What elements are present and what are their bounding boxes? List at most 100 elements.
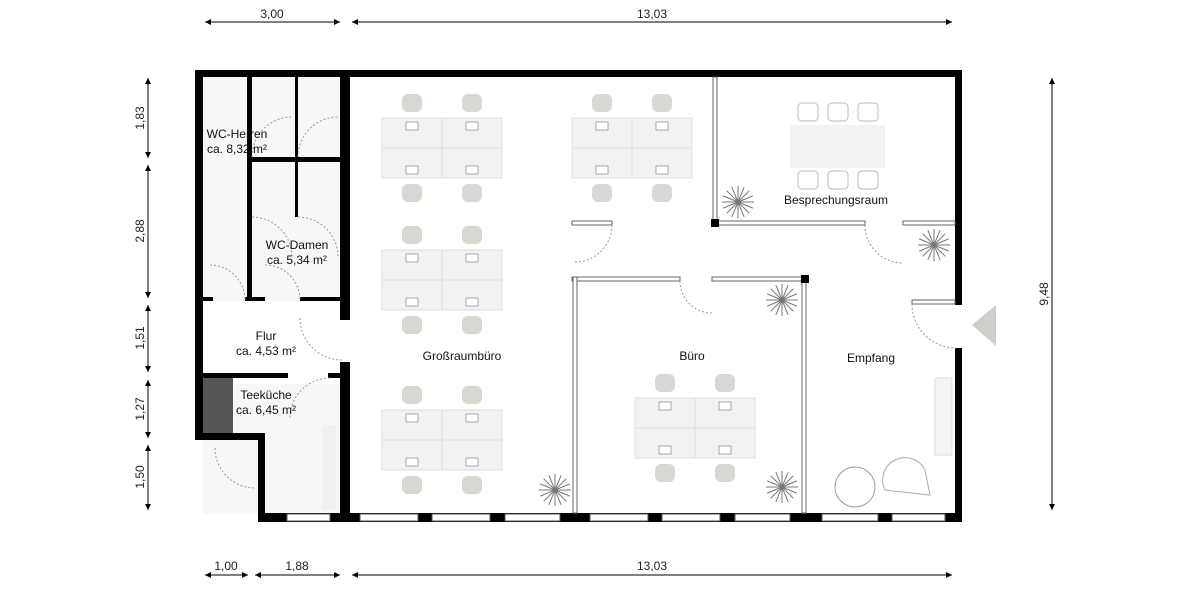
room-buero-name: Büro [679,349,705,363]
chair [462,94,482,112]
plant-leaf [737,201,753,209]
laptop-icon [718,401,732,411]
plant-leaf [540,489,556,497]
plant-leaf [933,238,949,246]
reception-counter [934,377,953,456]
desk [441,117,503,149]
plant-leaf [781,475,794,488]
laptop-icon [655,165,669,175]
laptop-icon [465,165,479,175]
dim-left-5: 1,50 [133,465,147,489]
plant-leaf [781,285,789,301]
glass-partitions [571,76,956,514]
plant-leaf [726,190,739,203]
chair [857,170,879,190]
laptop-icon [465,457,479,467]
plant-leaf [731,201,739,217]
laptop-icon [405,413,419,423]
dimension-lines [145,19,1055,578]
plant-leaf [548,475,556,491]
room-empfang-name: Empfang [847,351,895,365]
laptop-icon [595,165,609,175]
room-grossraumbuero-name: Großraumbüro [423,349,502,363]
plant-leaf [781,288,794,301]
plant-leaf [548,489,556,505]
plant-leaf [543,478,556,491]
plant-leaf [767,480,783,488]
laptop-icon [405,165,419,175]
chair [402,184,422,202]
plant-leaf [723,195,739,203]
dim-left-4: 1,27 [133,397,147,421]
plant-leaf [767,293,783,301]
laptop-icon [718,445,732,455]
plant-leaf [554,483,570,491]
plant-leaf [781,480,797,488]
room-wc-herren-name: WC-Herren [207,127,268,141]
plant-leaf [781,299,789,315]
window [286,513,331,522]
plant-leaf [554,478,567,491]
window [431,513,491,522]
plant-leaf [927,230,935,246]
plant-leaf [726,201,739,214]
plant-leaf [919,244,935,252]
chair [715,374,735,392]
window [359,513,419,522]
chair [402,476,422,494]
chair [857,102,879,122]
plant-leaf [781,293,797,301]
plant-icon [766,284,798,316]
chair [797,102,819,122]
plant-icon [722,186,754,218]
window [504,513,561,522]
laptop-icon [405,121,419,131]
window [734,513,791,522]
windows [286,513,946,522]
plant-leaf [933,233,946,246]
plant-leaf [737,201,750,214]
dim-bottom-3: 13,03 [637,559,667,573]
dim-bottom-2: 1,88 [285,559,309,573]
desk-cluster [571,94,693,202]
armchair [882,457,931,496]
plant-leaf [554,489,562,505]
plant-leaf [554,475,562,491]
chair [402,316,422,334]
room-wc-herren-area: ca. 8,32 m² [207,142,267,156]
room-teekueche-area: ca. 6,45 m² [236,403,296,417]
dim-top-1: 3,00 [260,7,284,21]
plant-leaf [933,244,946,257]
laptop-icon [655,121,669,131]
laptop-icon [595,121,609,131]
laptop-icon [465,297,479,307]
chair [797,170,819,190]
dim-left-1: 1,83 [133,106,147,130]
chair [592,184,612,202]
chair [402,94,422,112]
plant-leaf [933,244,949,252]
desk-cluster [381,94,503,202]
window [661,513,721,522]
chair [462,226,482,244]
plant-leaf [927,244,935,260]
entrance-arrow-icon [972,305,996,346]
chair [462,386,482,404]
plant-leaf [540,483,556,491]
chair [402,226,422,244]
plant-leaf [543,489,556,502]
dim-bottom-1: 1,00 [214,559,238,573]
laptop-icon [465,121,479,131]
plant-icon [539,474,571,506]
room-labels: WC-Herren ca. 8,32 m² WC-Damen ca. 5,34 … [207,127,895,417]
plant-leaf [922,244,935,257]
plant-leaf [737,190,750,203]
plant-leaf [737,195,753,203]
dim-left-3: 1,51 [133,326,147,350]
plant-leaf [781,486,797,494]
plant-leaf [781,299,797,307]
laptop-icon [658,401,672,411]
laptop-icon [405,297,419,307]
plant-leaf [922,233,935,246]
room-flur-area: ca. 4,53 m² [236,344,296,358]
